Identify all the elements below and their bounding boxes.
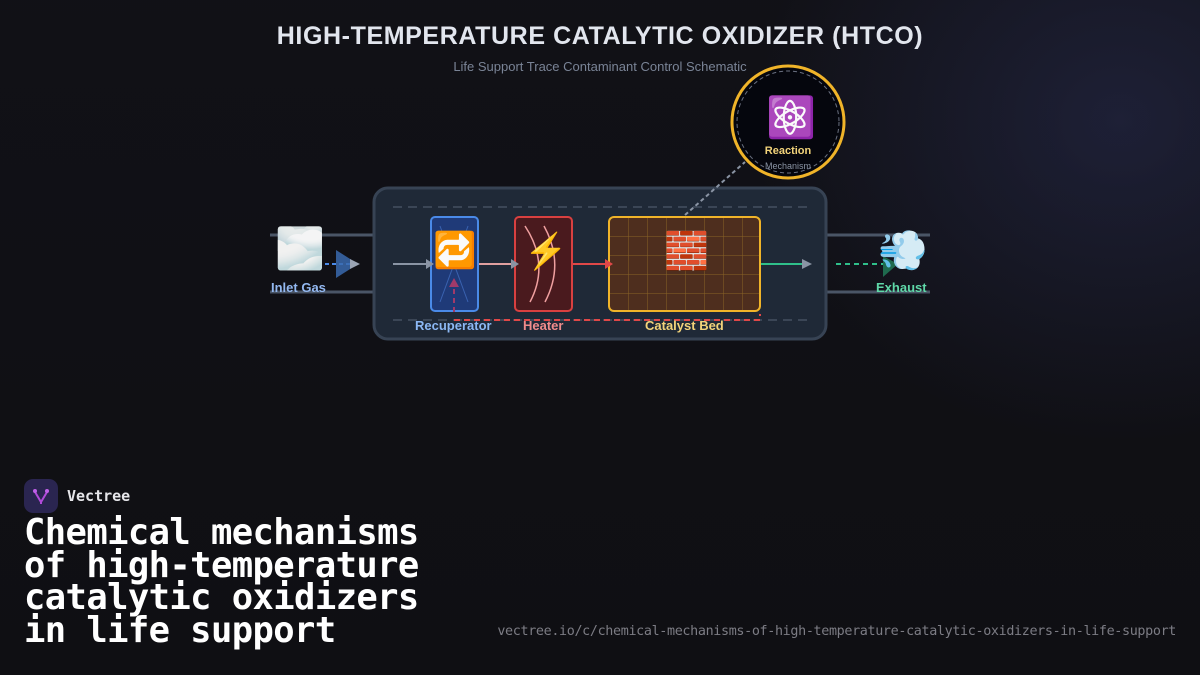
page-title: HIGH-TEMPERATURE CATALYTIC OXIDIZER (HTC… — [276, 22, 924, 50]
brand: Vectree — [24, 479, 130, 513]
brand-name: Vectree — [67, 487, 131, 505]
callout-connector — [684, 161, 746, 216]
inlet-gas-label: Inlet Gas — [271, 280, 326, 295]
vectree-logo-icon — [24, 479, 58, 513]
exhaust-flow-arrow — [883, 256, 898, 277]
headline-line: in life support — [24, 609, 336, 651]
inlet-pipe — [270, 233, 374, 294]
page-subtitle: Life Support Trace Contaminant Control S… — [453, 59, 747, 74]
article-headline: Chemical mechanisms of high-temperature … — [24, 512, 419, 651]
lightning-icon: ⚡ — [524, 232, 568, 271]
repeat-icon: 🔁 — [433, 231, 477, 270]
recuperator-unit — [430, 216, 479, 316]
headline-line: Chemical mechanisms — [24, 512, 419, 553]
atom-icon: ⚛️ — [766, 96, 816, 140]
recuperator-label: Recuperator — [415, 318, 492, 333]
heat-recovery-loop — [454, 314, 761, 321]
reaction-mechanism-callout[interactable] — [730, 64, 846, 180]
callout-title: Reaction — [764, 145, 812, 157]
headline-line: of high-temperature — [24, 544, 419, 586]
heater-label: Heater — [523, 318, 564, 333]
catalyst-bed-unit — [608, 216, 761, 312]
catalyst-bed-label: Catalyst Bed — [645, 318, 724, 333]
exhaust-label: Exhaust — [876, 280, 927, 295]
article-url[interactable]: vectree.io/c/chemical-mechanisms-of-high… — [497, 624, 1176, 639]
cloud-icon: 🌫️ — [275, 227, 325, 271]
inlet-flow-arrow — [336, 250, 358, 278]
brick-icon: 🧱 — [664, 230, 709, 271]
exhaust-pipe — [826, 233, 930, 294]
dash-away-icon: 💨 — [878, 229, 928, 273]
callout-subtitle: Mechanism — [764, 161, 811, 171]
headline-line: catalytic oxidizers — [24, 577, 419, 618]
